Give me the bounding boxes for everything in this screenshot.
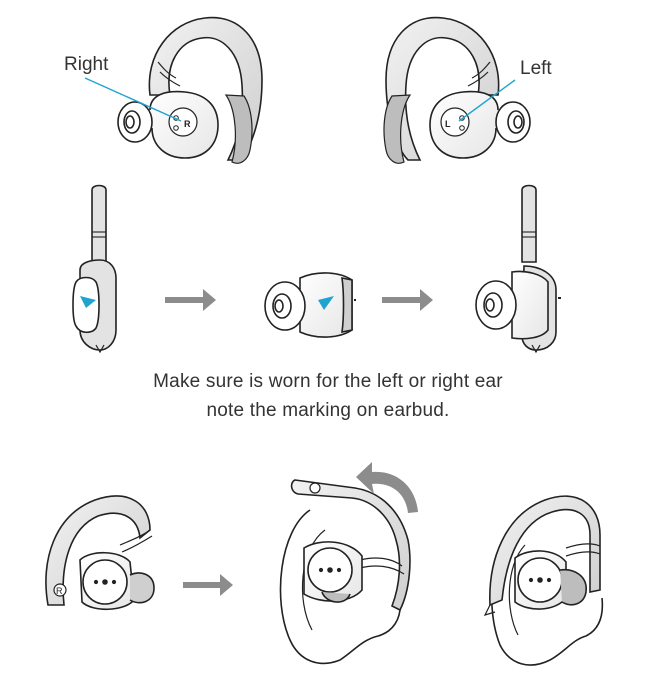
right-label: Right [64,54,109,75]
right-bud-mark: R [184,119,191,129]
right-pointer-line [84,77,182,122]
ear-worn-view [483,495,604,666]
arrow-right-icon [165,289,216,311]
left-earbud-illustration [383,16,531,164]
left-label: Left [520,58,552,79]
instruction-caption-line1: Make sure is worn for the left or right … [153,371,503,392]
bottom-earbud-hook [45,495,155,611]
assembled-earbud-view [475,184,561,354]
hook-triangle-mark [80,296,96,308]
ear-insertion-view [279,479,411,665]
bud-triangle-mark [318,296,334,310]
hook-side-view [72,184,117,354]
arrow-right-icon [183,574,233,596]
earbud-bud-view [264,272,356,338]
rotate-arrow-icon [356,462,418,513]
left-pointer-line [458,79,516,122]
right-earbud-illustration [117,16,263,164]
instruction-caption-line2: note the marking on earbud. [206,400,450,421]
hook-badge-mark: R [56,586,63,596]
arrow-right-icon [382,289,433,311]
left-bud-mark: L [445,119,451,129]
